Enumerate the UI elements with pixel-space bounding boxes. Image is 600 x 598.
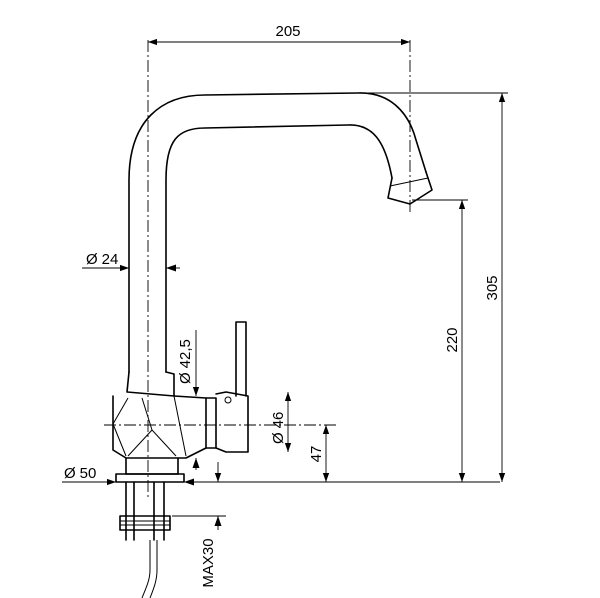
dim-body-diameter: Ø42,5 — [177, 330, 200, 470]
dim-lever-diameter: Ø46 — [270, 392, 292, 452]
faucet-body — [112, 371, 207, 475]
dim-max-countertop: MAX30 — [172, 462, 226, 588]
faucet-base — [115, 473, 185, 598]
center-lines — [104, 40, 411, 500]
dim-body-height-label: 47 — [308, 446, 325, 463]
dim-body-diameter-label: Ø42,5 — [177, 339, 194, 384]
dim-max-countertop-label: MAX30 — [200, 538, 217, 587]
dim-spout-height-label: 220 — [444, 327, 461, 352]
faucet-lever — [205, 321, 249, 453]
faucet-spout — [128, 92, 433, 373]
dim-reach-label: 205 — [275, 23, 300, 40]
dim-total-height: 305 — [360, 92, 508, 482]
dim-total-height-label: 305 — [484, 275, 501, 300]
dim-lever-diameter-label: Ø46 — [270, 412, 287, 444]
dim-spout-height: 220 — [412, 199, 468, 482]
dim-body-height: 47 — [308, 425, 330, 482]
dim-reach: 205 — [148, 23, 410, 46]
